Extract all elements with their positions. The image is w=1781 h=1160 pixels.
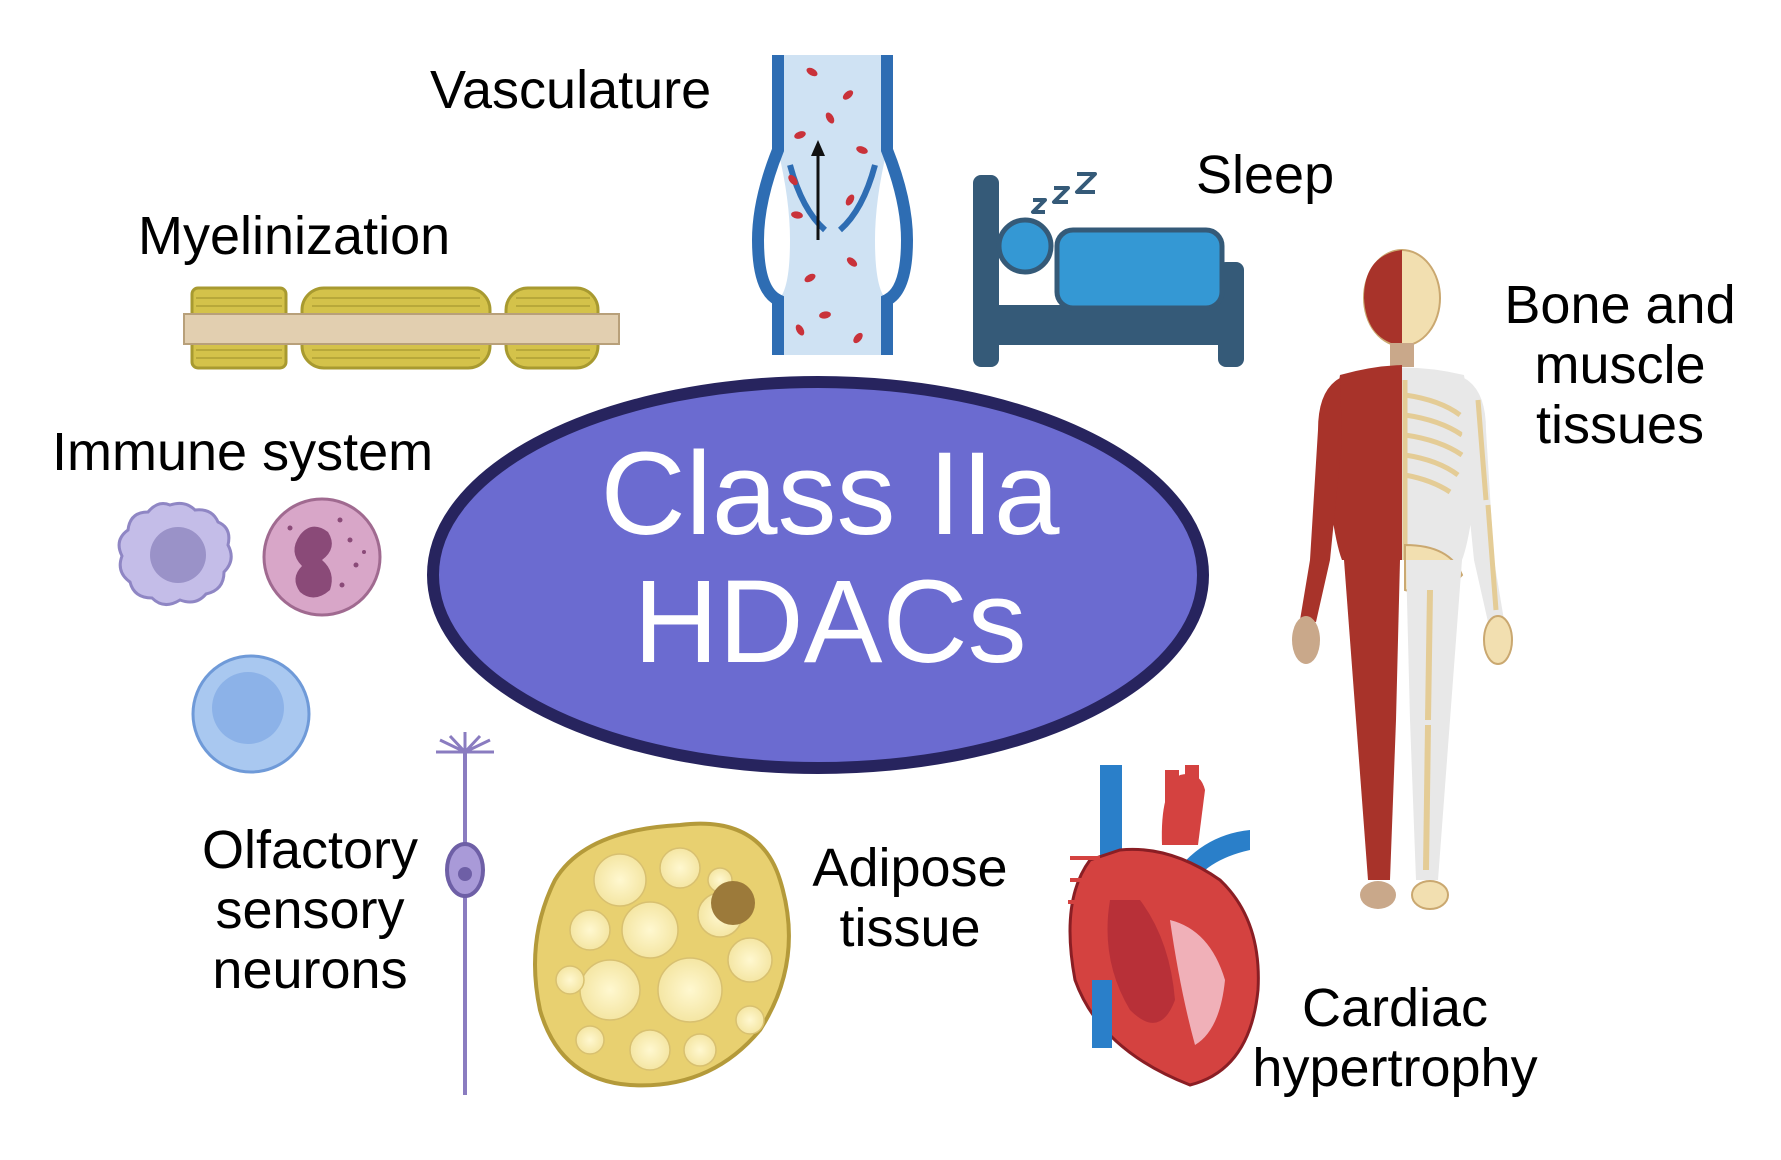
label-olfactory-line3: neurons: [212, 940, 408, 1000]
hub-title-line2: HDACs: [633, 556, 1027, 688]
label-myelinization: Myelinization: [138, 206, 451, 266]
label-adipose-line2: tissue: [839, 898, 981, 958]
hub-title-line1: Class IIa: [600, 428, 1060, 560]
bed-icon: [973, 172, 1244, 367]
label-immune-system: Immune system: [52, 422, 434, 482]
human-body-icon: [1292, 249, 1513, 910]
label-bone-muscle-line2: muscle: [1534, 335, 1706, 395]
label-bone-muscle: Bone and muscle tissues: [1480, 275, 1760, 455]
hub-title: Class IIa HDACs: [430, 430, 1230, 686]
label-sleep: Sleep: [1196, 145, 1335, 205]
heart-icon: [1068, 765, 1260, 1087]
label-vasculature: Vasculature: [430, 60, 712, 120]
label-olfactory-line1: Olfactory: [201, 820, 419, 880]
neuron-icon: [436, 732, 494, 1095]
label-cardiac-line1: Cardiac: [1301, 978, 1489, 1038]
hub-ellipse: [427, 376, 1209, 774]
label-cardiac-line2: hypertrophy: [1252, 1038, 1538, 1098]
label-olfactory-line2: sensory: [215, 880, 405, 940]
immune-cells-icon: [117, 497, 382, 774]
label-bone-muscle-line1: Bone and: [1504, 275, 1736, 335]
label-cardiac: Cardiac hypertrophy: [1230, 978, 1560, 1098]
label-adipose: Adipose tissue: [795, 838, 1025, 958]
label-olfactory: Olfactory sensory neurons: [160, 820, 460, 1000]
adipocyte-icon: [533, 821, 791, 1088]
label-bone-muscle-line3: tissues: [1535, 395, 1705, 455]
myelin-sheath-icon: [183, 286, 620, 370]
label-adipose-line1: Adipose: [812, 838, 1008, 898]
vessel-icon: [751, 55, 914, 355]
